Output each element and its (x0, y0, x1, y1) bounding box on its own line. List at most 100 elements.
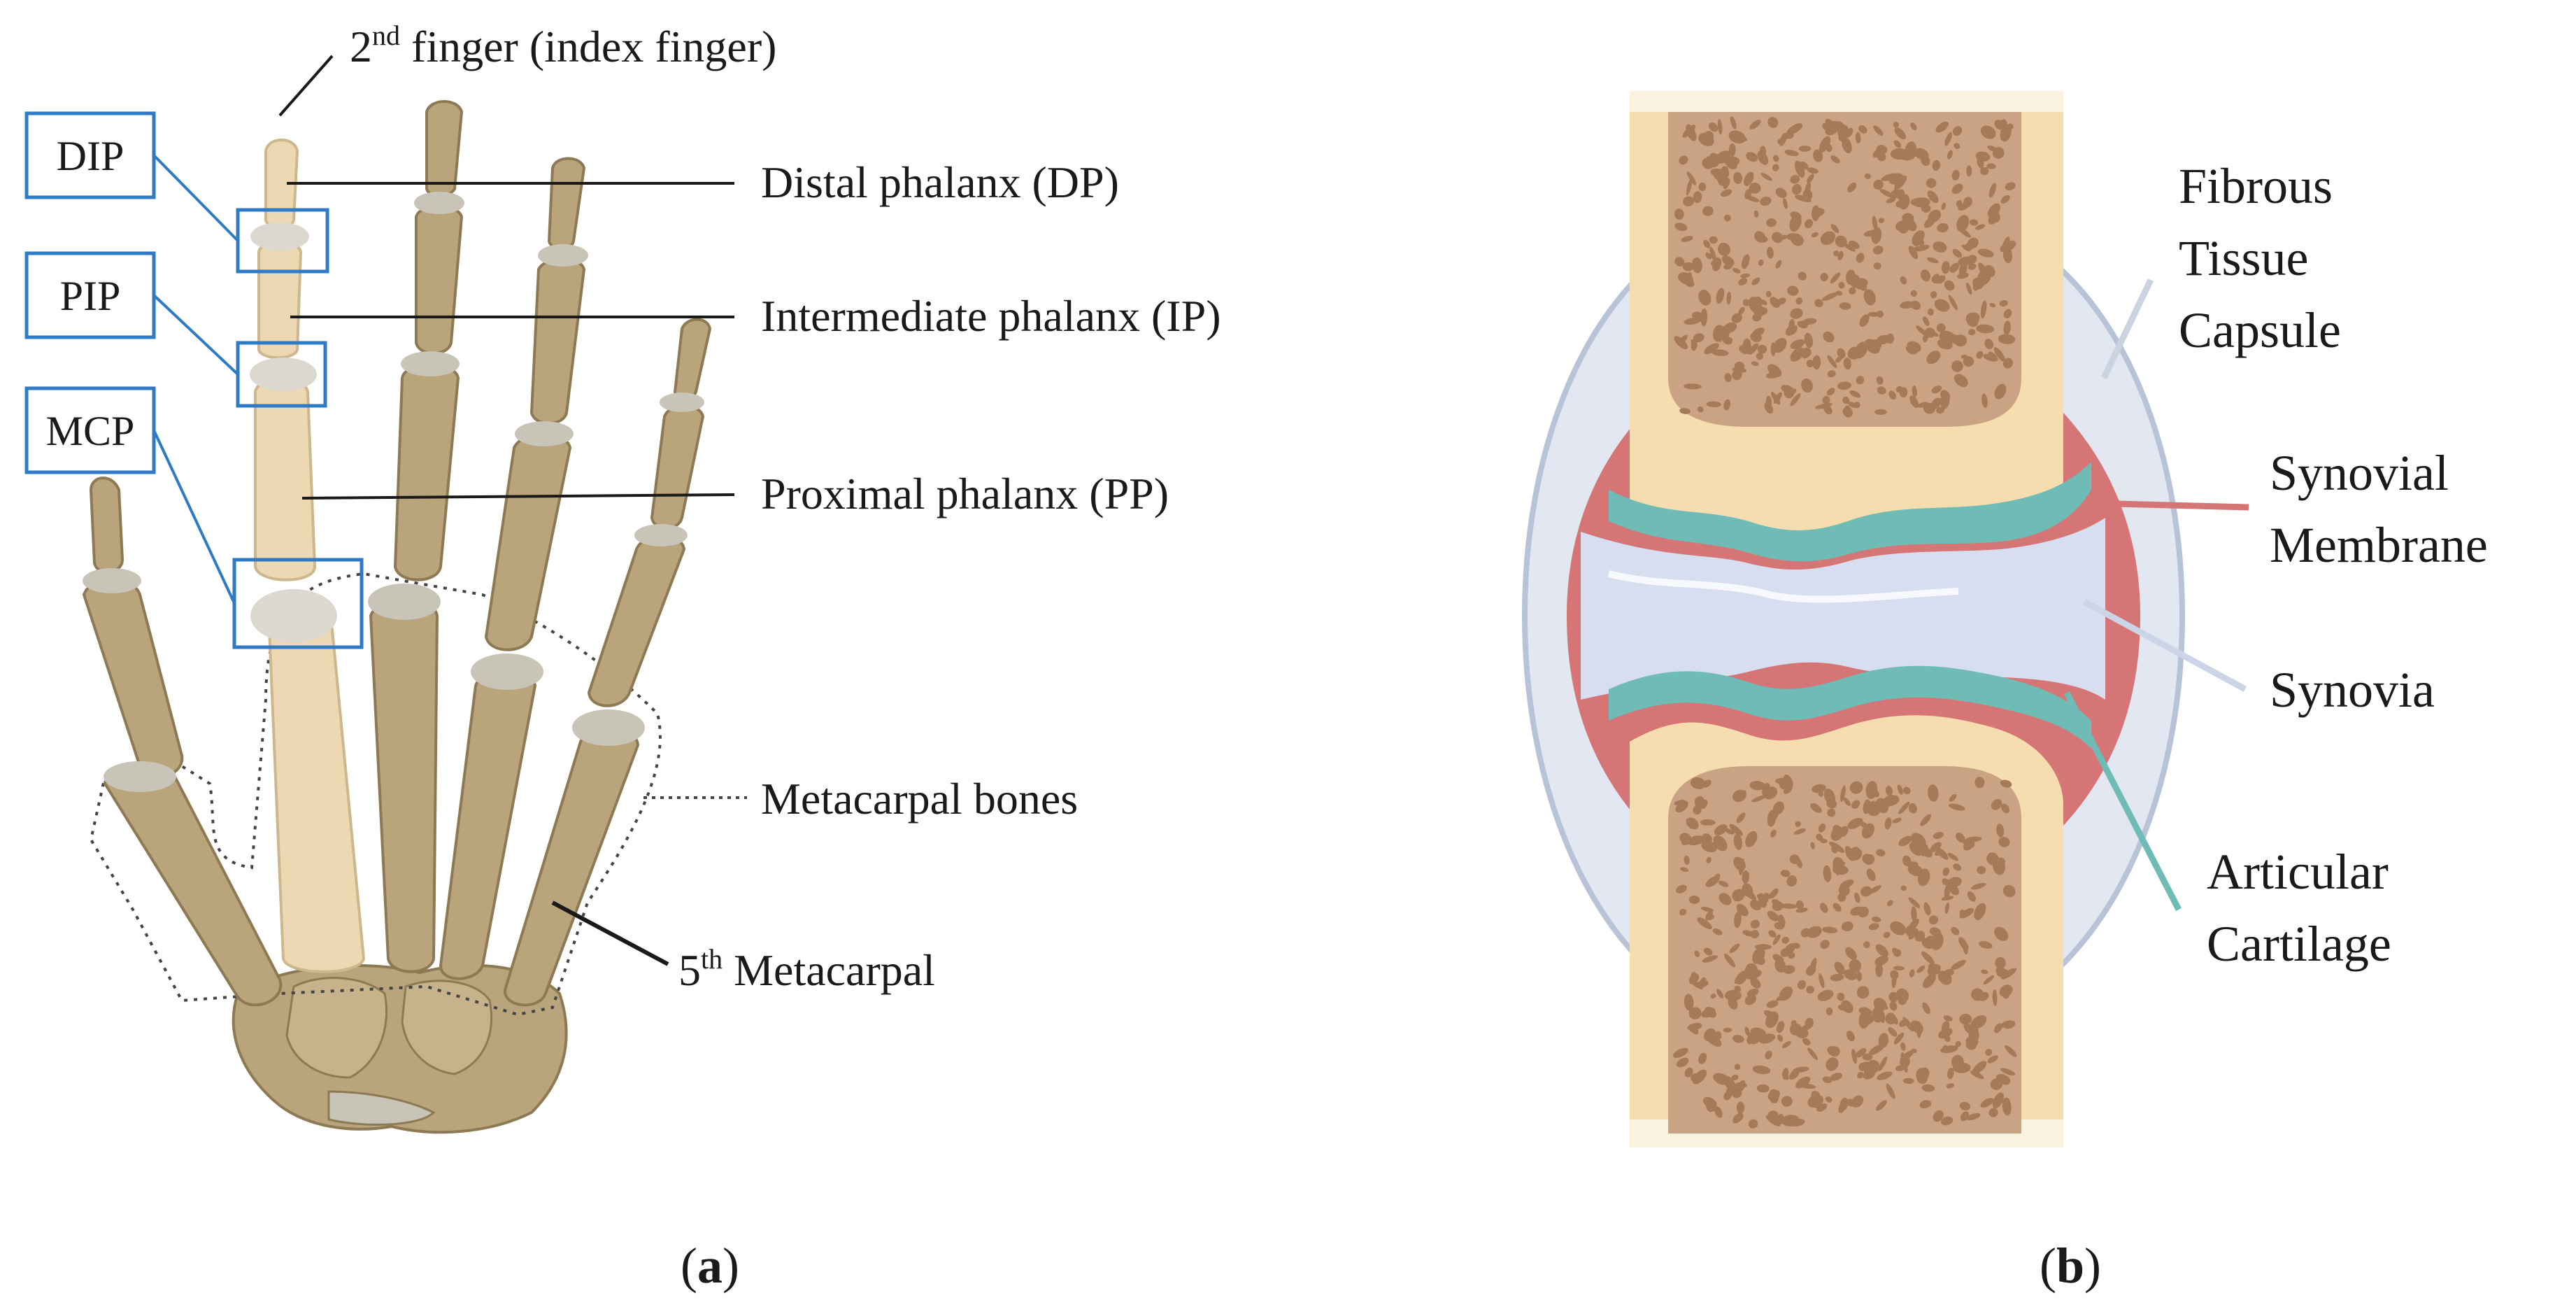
bone-pore (1840, 785, 1846, 802)
bone-pore (1729, 943, 1740, 954)
bone-pore (1728, 143, 1736, 157)
bone-pore (1993, 1023, 2003, 1033)
bone-pore (1970, 1015, 1987, 1029)
bone-pore (1674, 257, 1685, 267)
bone-pore (1995, 966, 2005, 975)
bone-pore (1926, 351, 1941, 365)
bone-pore (1921, 951, 1935, 965)
bone-pore (1934, 299, 1950, 312)
bone-pore (1963, 356, 1974, 367)
bone-pore (1911, 1048, 1917, 1054)
bone-pore (1996, 824, 2005, 838)
bone-pore (1935, 121, 1949, 133)
bone-pore (1942, 878, 1950, 886)
bone-pore (1830, 1073, 1842, 1081)
bone-pore (1714, 873, 1721, 882)
bone-pore (1908, 897, 1921, 908)
bone-pore (1929, 927, 1942, 937)
bone-pore (1935, 847, 1949, 860)
bone-pore (1746, 1038, 1752, 1045)
label-box (24, 386, 156, 474)
bone-pore (1923, 902, 1931, 916)
bone-pore (1812, 355, 1821, 370)
bone-pore (1874, 409, 1887, 416)
cartilage-label: Articular Cartilage (2207, 844, 2401, 972)
bone-pore (1886, 900, 1893, 907)
bone-pore (1893, 122, 1900, 128)
bone-pore (1986, 163, 1996, 169)
bone-pore (1951, 183, 1963, 195)
bone-pore (1746, 988, 1759, 997)
bone-pore (1770, 810, 1779, 821)
bone-pore (1834, 961, 1845, 975)
bone-pore (1876, 145, 1888, 155)
bone-pore (1900, 1042, 1906, 1051)
middle-dip-joint (414, 192, 464, 214)
bone-pore (1773, 337, 1787, 353)
bone-pore (1876, 376, 1884, 385)
bone-pore (1820, 231, 1836, 246)
bone-pore (1710, 994, 1716, 999)
bone-pore (1856, 253, 1865, 263)
capsule-label: Fibrous Tissue Capsule (2179, 158, 2345, 358)
bone-pore (1749, 120, 1761, 129)
bone-pore (1753, 210, 1759, 218)
bone-pore (1702, 779, 1712, 788)
bone-pore (1893, 1032, 1905, 1045)
bone-pore (1676, 884, 1687, 893)
bone-pore (1992, 989, 1998, 1006)
bone-pore (1718, 893, 1732, 905)
bone-pore (1972, 1061, 1987, 1075)
bone-pore (1867, 1059, 1880, 1072)
bone-pore (1798, 146, 1812, 152)
index-dip-joint (250, 222, 309, 250)
bone-pore (1741, 790, 1746, 800)
bone-pore (1853, 402, 1860, 409)
middle-proximal (393, 363, 460, 581)
bone-pore (1773, 1116, 1786, 1125)
bone-pore (1822, 926, 1838, 933)
bone-pore (2001, 803, 2009, 814)
middle-pip-joint (401, 351, 460, 376)
bone-pore (1750, 1027, 1767, 1038)
bone-pore (1818, 790, 1824, 797)
bone-pore (1894, 127, 1906, 140)
bone-pore (1898, 996, 1907, 1005)
bone-pore (1926, 935, 1935, 944)
bone-pore (1981, 268, 1989, 278)
bone-pore (1899, 1019, 1909, 1027)
bone-pore (1756, 353, 1764, 360)
bone-pore (1754, 231, 1765, 243)
bone-pore (1764, 402, 1774, 414)
ring-intermediate (529, 257, 586, 425)
bone-pore (1820, 940, 1830, 949)
bone-pore (1912, 385, 1917, 397)
pip-leader (152, 294, 239, 376)
bone-pore (1807, 174, 1814, 183)
bone-pore (1765, 1050, 1772, 1060)
bone-pore (1732, 367, 1747, 373)
dip-leader (152, 154, 239, 242)
index-intermediate-phalanx (257, 240, 303, 360)
bone-pore (1862, 854, 1872, 864)
bone-pore (1782, 965, 1795, 974)
carpal-bone (327, 1090, 436, 1126)
bone-pore (1863, 799, 1871, 814)
bone-pore (1691, 257, 1702, 274)
bone-pore (1795, 821, 1801, 827)
bone-pore (1702, 833, 1712, 843)
bone-pore (1725, 989, 1742, 1001)
bone-pore (1952, 126, 1963, 136)
bone-pore (1731, 313, 1742, 323)
bone-pore (1858, 125, 1867, 134)
bone-pore (1926, 178, 1937, 188)
bone-pore (1772, 232, 1784, 243)
bone-pore (1908, 928, 1919, 940)
bone-pore (1833, 250, 1840, 257)
bone-pore (1691, 339, 1698, 348)
bone-pore (1831, 844, 1838, 854)
bone-pore (1708, 914, 1714, 921)
bone-pore (1684, 383, 1702, 390)
bone-pore (1804, 332, 1814, 348)
bone-pore (1673, 1047, 1688, 1058)
